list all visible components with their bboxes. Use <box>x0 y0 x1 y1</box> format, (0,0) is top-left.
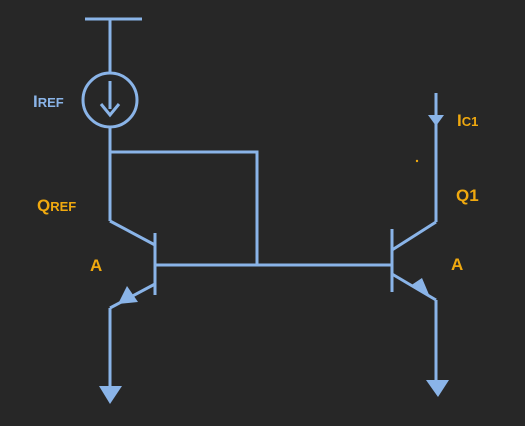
q1-label: Q1 <box>456 186 479 205</box>
qref-transistor <box>109 219 157 310</box>
arrow-down-icon <box>99 386 122 404</box>
q1-emitter-arrow-icon <box>410 278 430 297</box>
qref-label-main: Q <box>37 196 50 215</box>
ic1-label: IC1 <box>457 111 478 130</box>
q1-collector <box>391 220 437 252</box>
area-right-label: A <box>451 255 463 274</box>
ic1-label-sub: C1 <box>462 114 479 129</box>
qref-emitter-arrow-icon <box>118 286 138 304</box>
area-left-label: A <box>90 256 102 275</box>
iref-label-sub: REF <box>38 95 64 110</box>
qref-label: QREF <box>37 196 76 215</box>
iref-label: IREF <box>33 92 64 111</box>
qref-collector <box>109 219 156 247</box>
iref-label-main: I <box>33 92 38 111</box>
ic1-current-arrow-icon <box>428 115 444 126</box>
q1-transistor <box>390 220 437 302</box>
diode-connection-wire <box>110 150 259 265</box>
qref-label-sub: REF <box>50 199 76 214</box>
stray-dot <box>415 159 419 163</box>
supply-rail-icon <box>85 17 142 74</box>
current-source-icon <box>81 71 139 129</box>
arrow-down-icon <box>426 380 449 397</box>
ic1-label-main: I <box>457 111 462 130</box>
